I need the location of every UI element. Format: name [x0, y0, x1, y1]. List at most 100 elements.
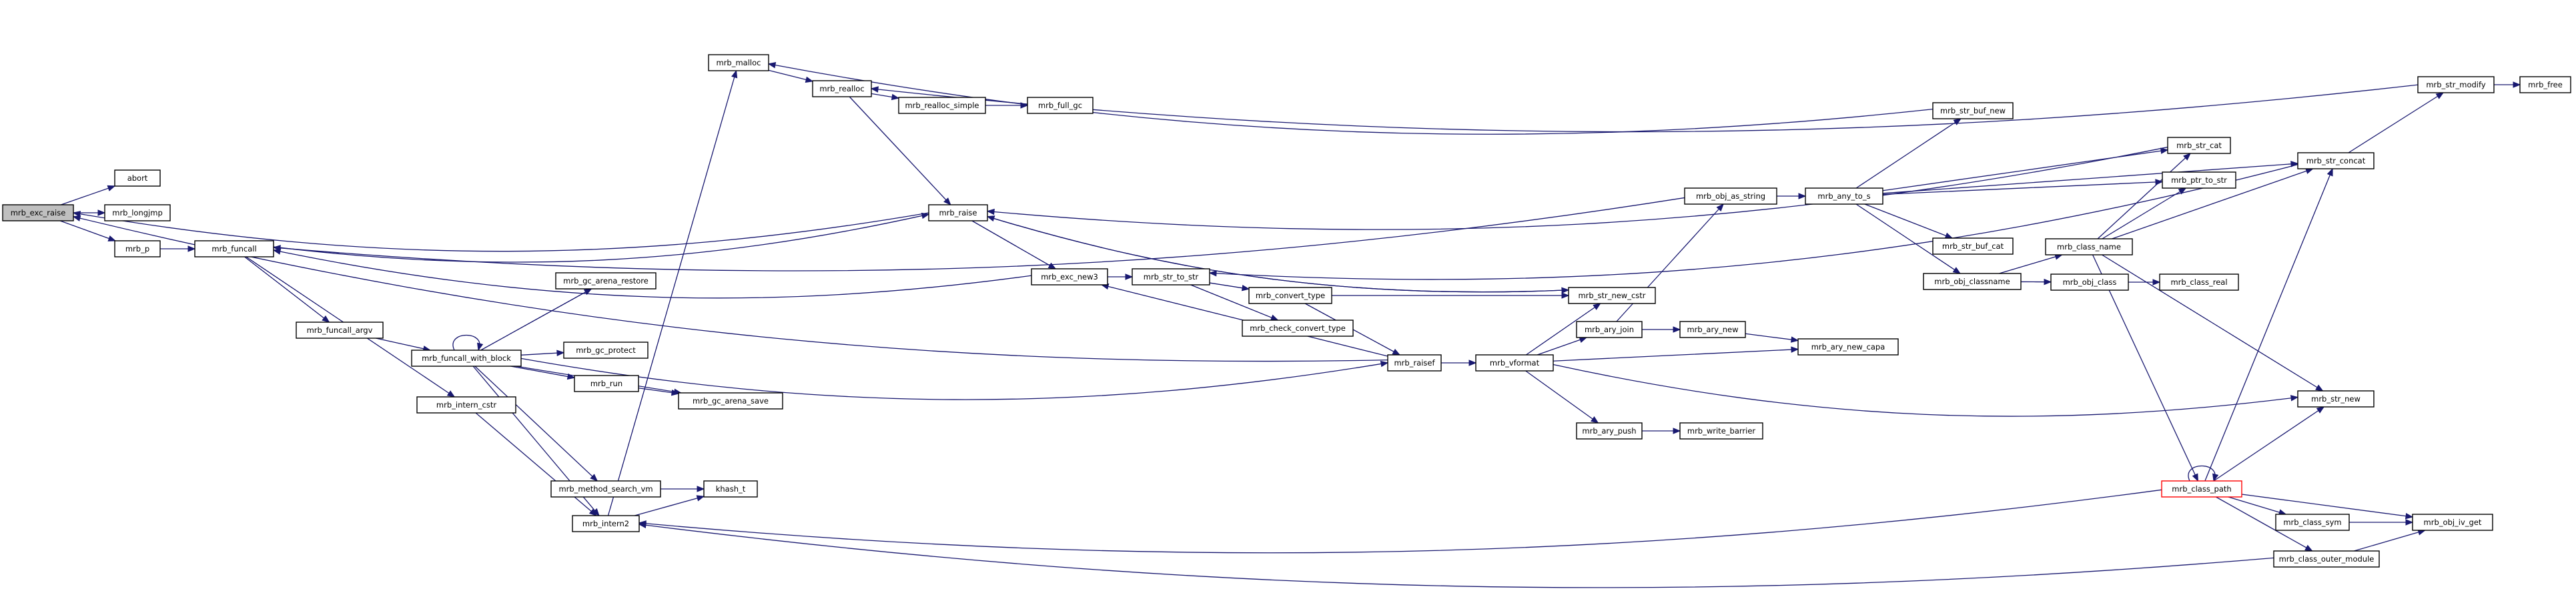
edge-obj_classname-to-class_name — [1999, 253, 2063, 274]
node-str-to-str[interactable]: mrb_str_to_str — [1132, 268, 1210, 285]
node-label: mrb_class_sym — [2283, 518, 2341, 527]
call-edges — [59, 62, 2521, 588]
edge-raisef-to-exc_raise — [72, 215, 1388, 362]
node-label: mrb_ary_push — [1582, 426, 1636, 436]
node-label: mrb_funcall_argv — [307, 326, 373, 335]
node-gc-arena-restore[interactable]: mrb_gc_arena_restore — [555, 272, 657, 289]
node-str-new[interactable]: mrb_str_new — [2297, 390, 2375, 408]
node-funcall-with-block[interactable]: mrb_funcall_with_block — [411, 350, 522, 367]
node-label: mrb_malloc — [717, 58, 761, 67]
node-label: mrb_str_buf_cat — [1942, 241, 2004, 251]
node-box — [2161, 480, 2242, 498]
node-box — [104, 204, 171, 221]
edge-str_concat-to-str_to_str — [1208, 164, 2298, 280]
node-label: mrb_ary_join — [1585, 325, 1634, 334]
edge-vformat-to-ary_push — [1525, 370, 1599, 424]
node-label: mrb_exc_new3 — [1041, 272, 1098, 281]
node-str-cat[interactable]: mrb_str_cat — [2167, 137, 2231, 154]
node-abort[interactable]: abort — [114, 169, 161, 187]
node-label: mrb_str_new — [2311, 394, 2360, 404]
node-label: mrb_intern2 — [582, 519, 629, 528]
node-intern2[interactable]: mrb_intern2 — [572, 515, 640, 532]
node-ary-join[interactable]: mrb_ary_join — [1576, 321, 1643, 338]
node-box — [1923, 273, 2022, 290]
node-write-barrier[interactable]: mrb_write_barrier — [1679, 422, 1763, 440]
node-box — [1248, 287, 1332, 304]
node-realloc-simple[interactable]: mrb_realloc_simple — [898, 97, 986, 114]
node-check-convert-type[interactable]: mrb_check_convert_type — [1242, 320, 1354, 337]
node-full-gc[interactable]: mrb_full_gc — [1027, 97, 1094, 114]
node-obj-iv-get[interactable]: mrb_obj_iv_get — [2412, 514, 2493, 531]
node-class-name[interactable]: mrb_class_name — [2045, 238, 2133, 255]
node-raise[interactable]: mrb_raise — [928, 204, 988, 221]
node-gc-protect[interactable]: mrb_gc_protect — [563, 342, 649, 359]
node-exc-raise[interactable]: mrb_exc_raise — [2, 204, 74, 221]
node-longjmp[interactable]: mrb_longjmp — [104, 204, 171, 221]
edge-any_to_s-to-ptr_to_str — [1882, 179, 2164, 195]
node-class-sym[interactable]: mrb_class_sym — [2275, 514, 2350, 531]
node-box — [2162, 171, 2236, 189]
edge-any_to_s-to-str_buf_cat — [1864, 203, 1954, 239]
node-gc-arena-save[interactable]: mrb_gc_arena_save — [678, 392, 783, 410]
edge-funcall_with_block-to-run — [510, 366, 576, 380]
node-khash-t[interactable]: khash_t — [703, 480, 758, 498]
edge-str_concat-to-str_modify — [2348, 92, 2445, 153]
node-malloc[interactable]: mrb_malloc — [708, 54, 769, 71]
node-obj-class[interactable]: mrb_obj_class — [2050, 273, 2129, 291]
edge-vformat-to-ary_new_capa — [1553, 346, 1799, 362]
node-box — [574, 375, 639, 392]
edge-obj_classname-to-obj_class — [2020, 278, 2052, 285]
node-p[interactable]: mrb_p — [114, 240, 161, 257]
node-box — [1679, 321, 1746, 338]
node-exc-new3[interactable]: mrb_exc_new3 — [1031, 268, 1108, 285]
node-vformat[interactable]: mrb_vformat — [1475, 354, 1554, 372]
node-obj-as-string[interactable]: mrb_obj_as_string — [1684, 187, 1777, 205]
node-funcall-argv[interactable]: mrb_funcall_argv — [296, 322, 384, 339]
node-ary-push[interactable]: mrb_ary_push — [1576, 422, 1643, 440]
node-box — [812, 80, 872, 97]
node-box — [1387, 354, 1442, 372]
edge-intern2-to-khash_t — [634, 495, 705, 516]
node-funcall[interactable]: mrb_funcall — [194, 240, 274, 257]
node-label: mrb_funcall — [211, 244, 256, 253]
node-label: mrb_exc_raise — [11, 208, 66, 217]
node-free[interactable]: mrb_free — [2519, 76, 2571, 93]
node-method-search-vm[interactable]: mrb_method_search_vm — [550, 480, 661, 498]
node-ptr-to-str[interactable]: mrb_ptr_to_str — [2162, 171, 2236, 189]
node-label: mrb_ptr_to_str — [2171, 175, 2227, 185]
node-convert-type[interactable]: mrb_convert_type — [1248, 287, 1332, 304]
node-box — [411, 350, 522, 367]
node-ary-new-capa[interactable]: mrb_ary_new_capa — [1797, 338, 1899, 356]
node-intern-cstr[interactable]: mrb_intern_cstr — [416, 396, 516, 414]
edge-exc_raise-to-abort — [61, 185, 116, 205]
edge-funcall_with_block-to-gc_arena_restore — [480, 288, 592, 351]
node-label: mrb_str_to_str — [1144, 272, 1199, 281]
node-class-real[interactable]: mrb_class_real — [2159, 273, 2239, 291]
node-any-to-s[interactable]: mrb_any_to_s — [1805, 187, 1883, 205]
node-realloc[interactable]: mrb_realloc — [812, 80, 872, 97]
edge-funcall_with_block-to-gc_protect — [520, 350, 565, 356]
node-obj-classname[interactable]: mrb_obj_classname — [1923, 273, 2022, 290]
edge-raisef-to-vformat — [1441, 360, 1477, 366]
node-box — [2297, 152, 2375, 169]
node-label: khash_t — [716, 484, 746, 494]
node-str-modify[interactable]: mrb_str_modify — [2417, 76, 2495, 93]
node-run[interactable]: mrb_run — [574, 375, 639, 392]
node-str-new-cstr[interactable]: mrb_str_new_cstr — [1568, 287, 1656, 304]
node-class-path[interactable]: mrb_class_path — [2161, 480, 2242, 498]
node-label: mrb_str_cat — [2176, 141, 2222, 150]
edge-str_buf_new-to-malloc — [767, 62, 1934, 135]
edge-vformat-to-str_new_cstr — [1525, 303, 1601, 356]
node-ary-new[interactable]: mrb_ary_new — [1679, 321, 1746, 338]
node-box — [2412, 514, 2493, 531]
node-str-buf-new[interactable]: mrb_str_buf_new — [1932, 102, 2014, 119]
node-label: mrb_free — [2528, 80, 2563, 89]
node-class-outer-module[interactable]: mrb_class_outer_module — [2273, 550, 2380, 568]
node-box — [1568, 287, 1656, 304]
node-str-concat[interactable]: mrb_str_concat — [2297, 152, 2375, 169]
node-raisef[interactable]: mrb_raisef — [1387, 354, 1442, 372]
node-box — [2, 204, 74, 221]
node-box — [1576, 422, 1643, 440]
node-str-buf-cat[interactable]: mrb_str_buf_cat — [1932, 237, 2014, 255]
